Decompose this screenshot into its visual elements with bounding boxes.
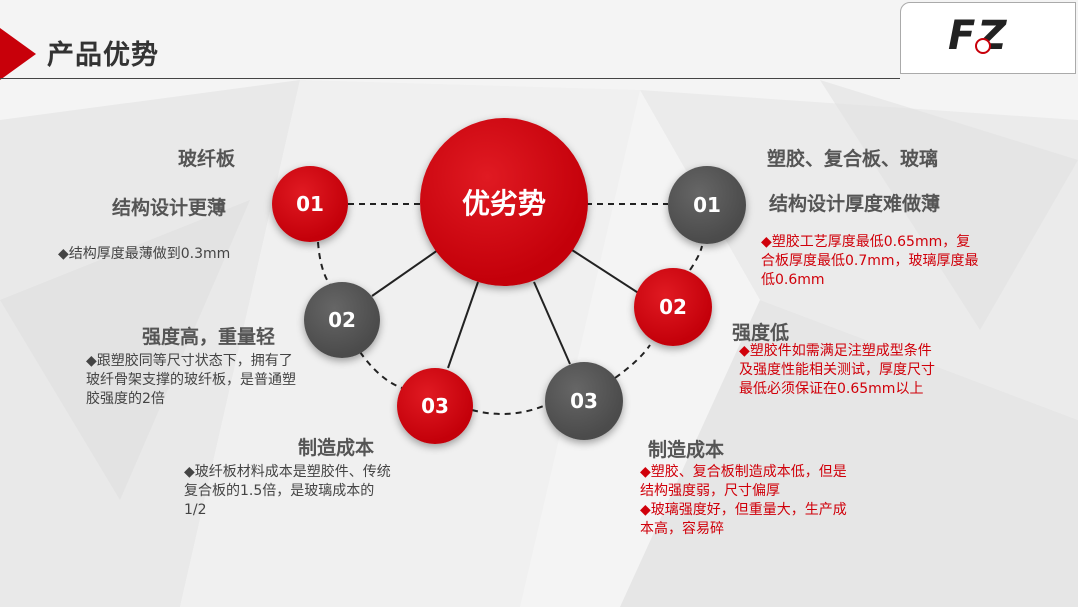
right-01-circle: 01 <box>668 166 746 244</box>
left-01-heading-2: 结构设计更薄 <box>112 197 227 219</box>
logo-dot-icon <box>975 38 991 54</box>
left-03-heading: 制造成本 <box>298 437 375 459</box>
center-circle: 优劣势 <box>420 118 588 286</box>
right-02-circle: 02 <box>634 268 712 346</box>
left-01-circle: 01 <box>272 166 348 242</box>
page-title: 产品优势 <box>47 40 159 71</box>
left-01-heading-1: 玻纤板 <box>178 148 236 170</box>
left-01-desc: ◆结构厚度最薄做到0.3mm <box>58 246 231 262</box>
left-02-heading: 强度高，重量轻 <box>142 326 276 348</box>
left-03-circle: 03 <box>397 368 473 444</box>
right-03-desc-2: ◆玻璃强度好，但重量大，生产成本高，容易碎 <box>640 502 847 537</box>
right-02-heading: 强度低 <box>732 322 790 344</box>
left-03-desc: ◆玻纤板材料成本是塑胶件、传统复合板的1.5倍，是玻璃成本的1/2 <box>184 464 391 518</box>
right-03-desc-1: ◆塑胶、复合板制造成本低，但是结构强度弱，尺寸偏厚 <box>640 464 847 499</box>
right-01-desc: ◆塑胶工艺厚度最低0.65mm，复合板厚度最低0.7mm，玻璃厚度最低0.6mm <box>761 234 979 288</box>
right-02-desc: ◆塑胶件如需满足注塑成型条件及强度性能相关测试，厚度尺寸最低必须保证在0.65m… <box>739 343 935 397</box>
header-accent-triangle <box>0 28 36 80</box>
right-03-circle: 03 <box>545 362 623 440</box>
right-01-heading-1: 塑胶、复合板、玻璃 <box>767 148 939 170</box>
company-logo: FZ <box>900 2 1076 74</box>
left-02-desc: ◆跟塑胶同等尺寸状态下，拥有了玻纤骨架支撑的玻纤板，是普通塑胶强度的2倍 <box>86 353 296 407</box>
left-02-circle: 02 <box>304 282 380 358</box>
right-01-heading-2: 结构设计厚度难做薄 <box>769 193 941 215</box>
header-divider <box>0 78 900 79</box>
right-03-heading: 制造成本 <box>648 439 725 461</box>
